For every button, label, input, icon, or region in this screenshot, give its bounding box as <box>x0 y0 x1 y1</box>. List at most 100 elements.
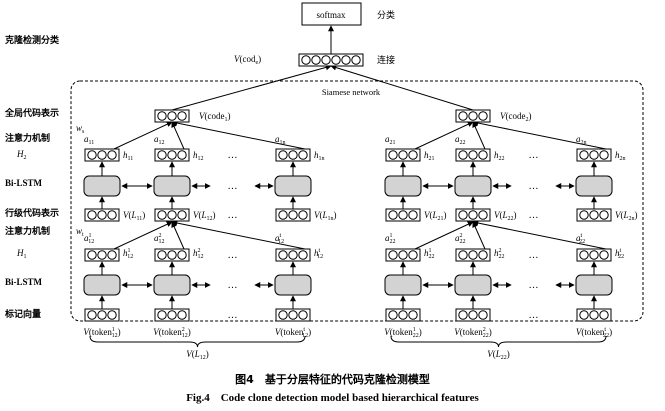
line-vector <box>455 208 491 222</box>
vcode-label: V(code) <box>234 54 261 66</box>
vector-unit <box>97 210 107 220</box>
line-vector <box>154 208 190 222</box>
vector-unit <box>408 310 418 320</box>
attention-arrow <box>414 221 474 250</box>
ellipsis: … <box>228 181 238 192</box>
vector-unit <box>331 55 341 65</box>
vector-unit <box>589 310 599 320</box>
vector-unit <box>157 250 167 260</box>
vector-unit <box>398 150 408 160</box>
vector-unit <box>388 310 398 320</box>
vector-unit <box>167 210 177 220</box>
ellipsis: … <box>228 210 238 221</box>
vector-unit <box>458 150 468 160</box>
hidden-label-top: h2n <box>615 150 626 162</box>
bilstm-cell-bottom <box>83 274 121 296</box>
vector-unit <box>579 250 589 260</box>
vector-unit <box>298 150 308 160</box>
attention-arrow <box>171 220 306 250</box>
attention-weight-top: a1n <box>275 134 286 146</box>
vector-unit <box>589 210 599 220</box>
vector-unit <box>468 150 478 160</box>
vector-unit <box>157 150 167 160</box>
layer-label-attention_bottom: 注意力机制 <box>5 225 50 237</box>
vector-unit <box>278 150 288 160</box>
attention-weight-top: a21 <box>385 134 396 146</box>
siamese-network-box <box>70 80 644 322</box>
attention-arrow <box>414 121 474 150</box>
vector-unit <box>408 250 418 260</box>
vector-unit <box>298 250 308 260</box>
vector-unit <box>298 210 308 220</box>
clone-classify-label: 克隆检测分类 <box>5 34 60 46</box>
vector-unit <box>398 210 408 220</box>
group-brace <box>390 335 607 348</box>
line-vector-label: V(L21) <box>424 210 447 222</box>
token-vector <box>455 308 491 322</box>
ellipsis: … <box>529 280 539 291</box>
line-vector-label: V(L1n) <box>314 210 337 222</box>
vector-unit <box>97 150 107 160</box>
vector-unit <box>278 210 288 220</box>
attention-arrow <box>113 121 173 150</box>
vector-unit <box>589 150 599 160</box>
hidden-state-h2 <box>455 148 491 162</box>
ellipsis: … <box>529 250 539 261</box>
ellipsis: … <box>228 150 238 161</box>
layer-label-h2: H2 <box>16 149 27 161</box>
attention-arrow <box>171 120 306 150</box>
vector-unit <box>478 210 488 220</box>
group-brace <box>89 335 306 348</box>
classify-label: 分类 <box>377 9 395 21</box>
attention-arrow <box>113 221 173 250</box>
bilstm-cell-bottom <box>153 274 191 296</box>
vector-unit <box>87 310 97 320</box>
ellipsis: … <box>228 250 238 261</box>
hidden-label-top: h22 <box>494 150 505 162</box>
attention-arrow <box>472 220 607 250</box>
code-label-left_net: V(code1) <box>199 111 231 123</box>
hidden-state-h2 <box>576 148 612 162</box>
line-vector-label: V(L2n) <box>615 210 638 222</box>
vector-unit <box>288 210 298 220</box>
vector-unit <box>351 55 361 65</box>
siamese-label: Siamese network <box>322 87 381 97</box>
vector-unit <box>478 310 488 320</box>
vector-unit <box>311 55 321 65</box>
hidden-label-top: h12 <box>193 150 204 162</box>
weight-wt-label: wt <box>76 226 84 238</box>
vector-unit <box>278 310 288 320</box>
vector-unit <box>579 150 589 160</box>
line-vector-label: V(L22) <box>494 210 517 222</box>
code-label-right_net: V(code2) <box>500 111 532 123</box>
vector-unit <box>177 310 187 320</box>
code-to-concat-arrow <box>171 64 332 111</box>
vector-unit <box>478 250 488 260</box>
softmax-box <box>301 2 362 26</box>
vector-unit <box>468 210 478 220</box>
vector-unit <box>599 310 609 320</box>
ellipsis: … <box>529 210 539 221</box>
group-label-right_net: V(L22) <box>487 349 510 361</box>
vector-unit <box>177 250 187 260</box>
code-vector-concat <box>298 53 364 67</box>
softmax-label: softmax <box>317 10 346 20</box>
hidden-label-top: h11 <box>123 150 133 162</box>
line-vector-label: V(L12) <box>193 210 216 222</box>
code-vector-left_net <box>154 109 190 123</box>
line-vector <box>275 208 311 222</box>
hidden-state-h1 <box>385 248 421 262</box>
attention-weight-top: a12 <box>154 134 165 146</box>
bilstm-cell-bottom <box>274 274 312 296</box>
line-vector-label: V(L11) <box>123 210 145 222</box>
